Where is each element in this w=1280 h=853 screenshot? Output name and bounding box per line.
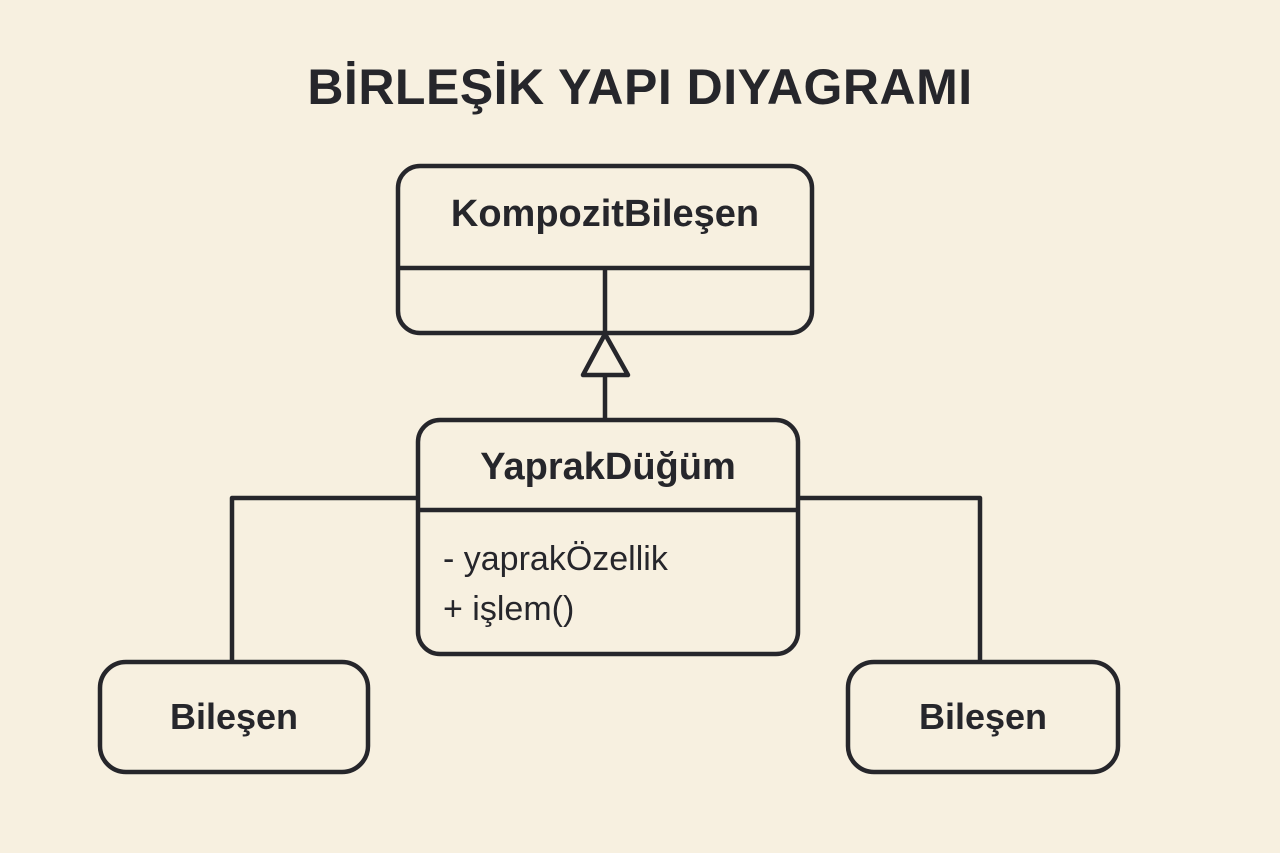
- leafnode-member-list: - yaprakÖzellik + işlem(): [443, 534, 783, 634]
- leafnode-member-operation: + işlem(): [443, 590, 575, 628]
- leafnode-class-box[interactable]: [415, 417, 801, 657]
- page-title: BİRLEŞİK YAPI DIYAGRAMI: [307, 59, 973, 115]
- component-right-name: Bileşen: [918, 696, 1048, 737]
- association-line-right: [798, 495, 983, 662]
- leafnode-member-attribute: - yaprakÖzellik: [443, 540, 668, 578]
- component-right-box[interactable]: [845, 659, 1121, 775]
- component-left-name: Bileşen: [169, 696, 299, 737]
- generalization-triangle-icon: [580, 331, 631, 378]
- association-line-left: [229, 495, 418, 662]
- component-left-box[interactable]: [97, 659, 371, 775]
- composite-class-name: KompozitBileşen: [450, 193, 760, 235]
- leafnode-class-name: YaprakDüğüm: [480, 446, 736, 488]
